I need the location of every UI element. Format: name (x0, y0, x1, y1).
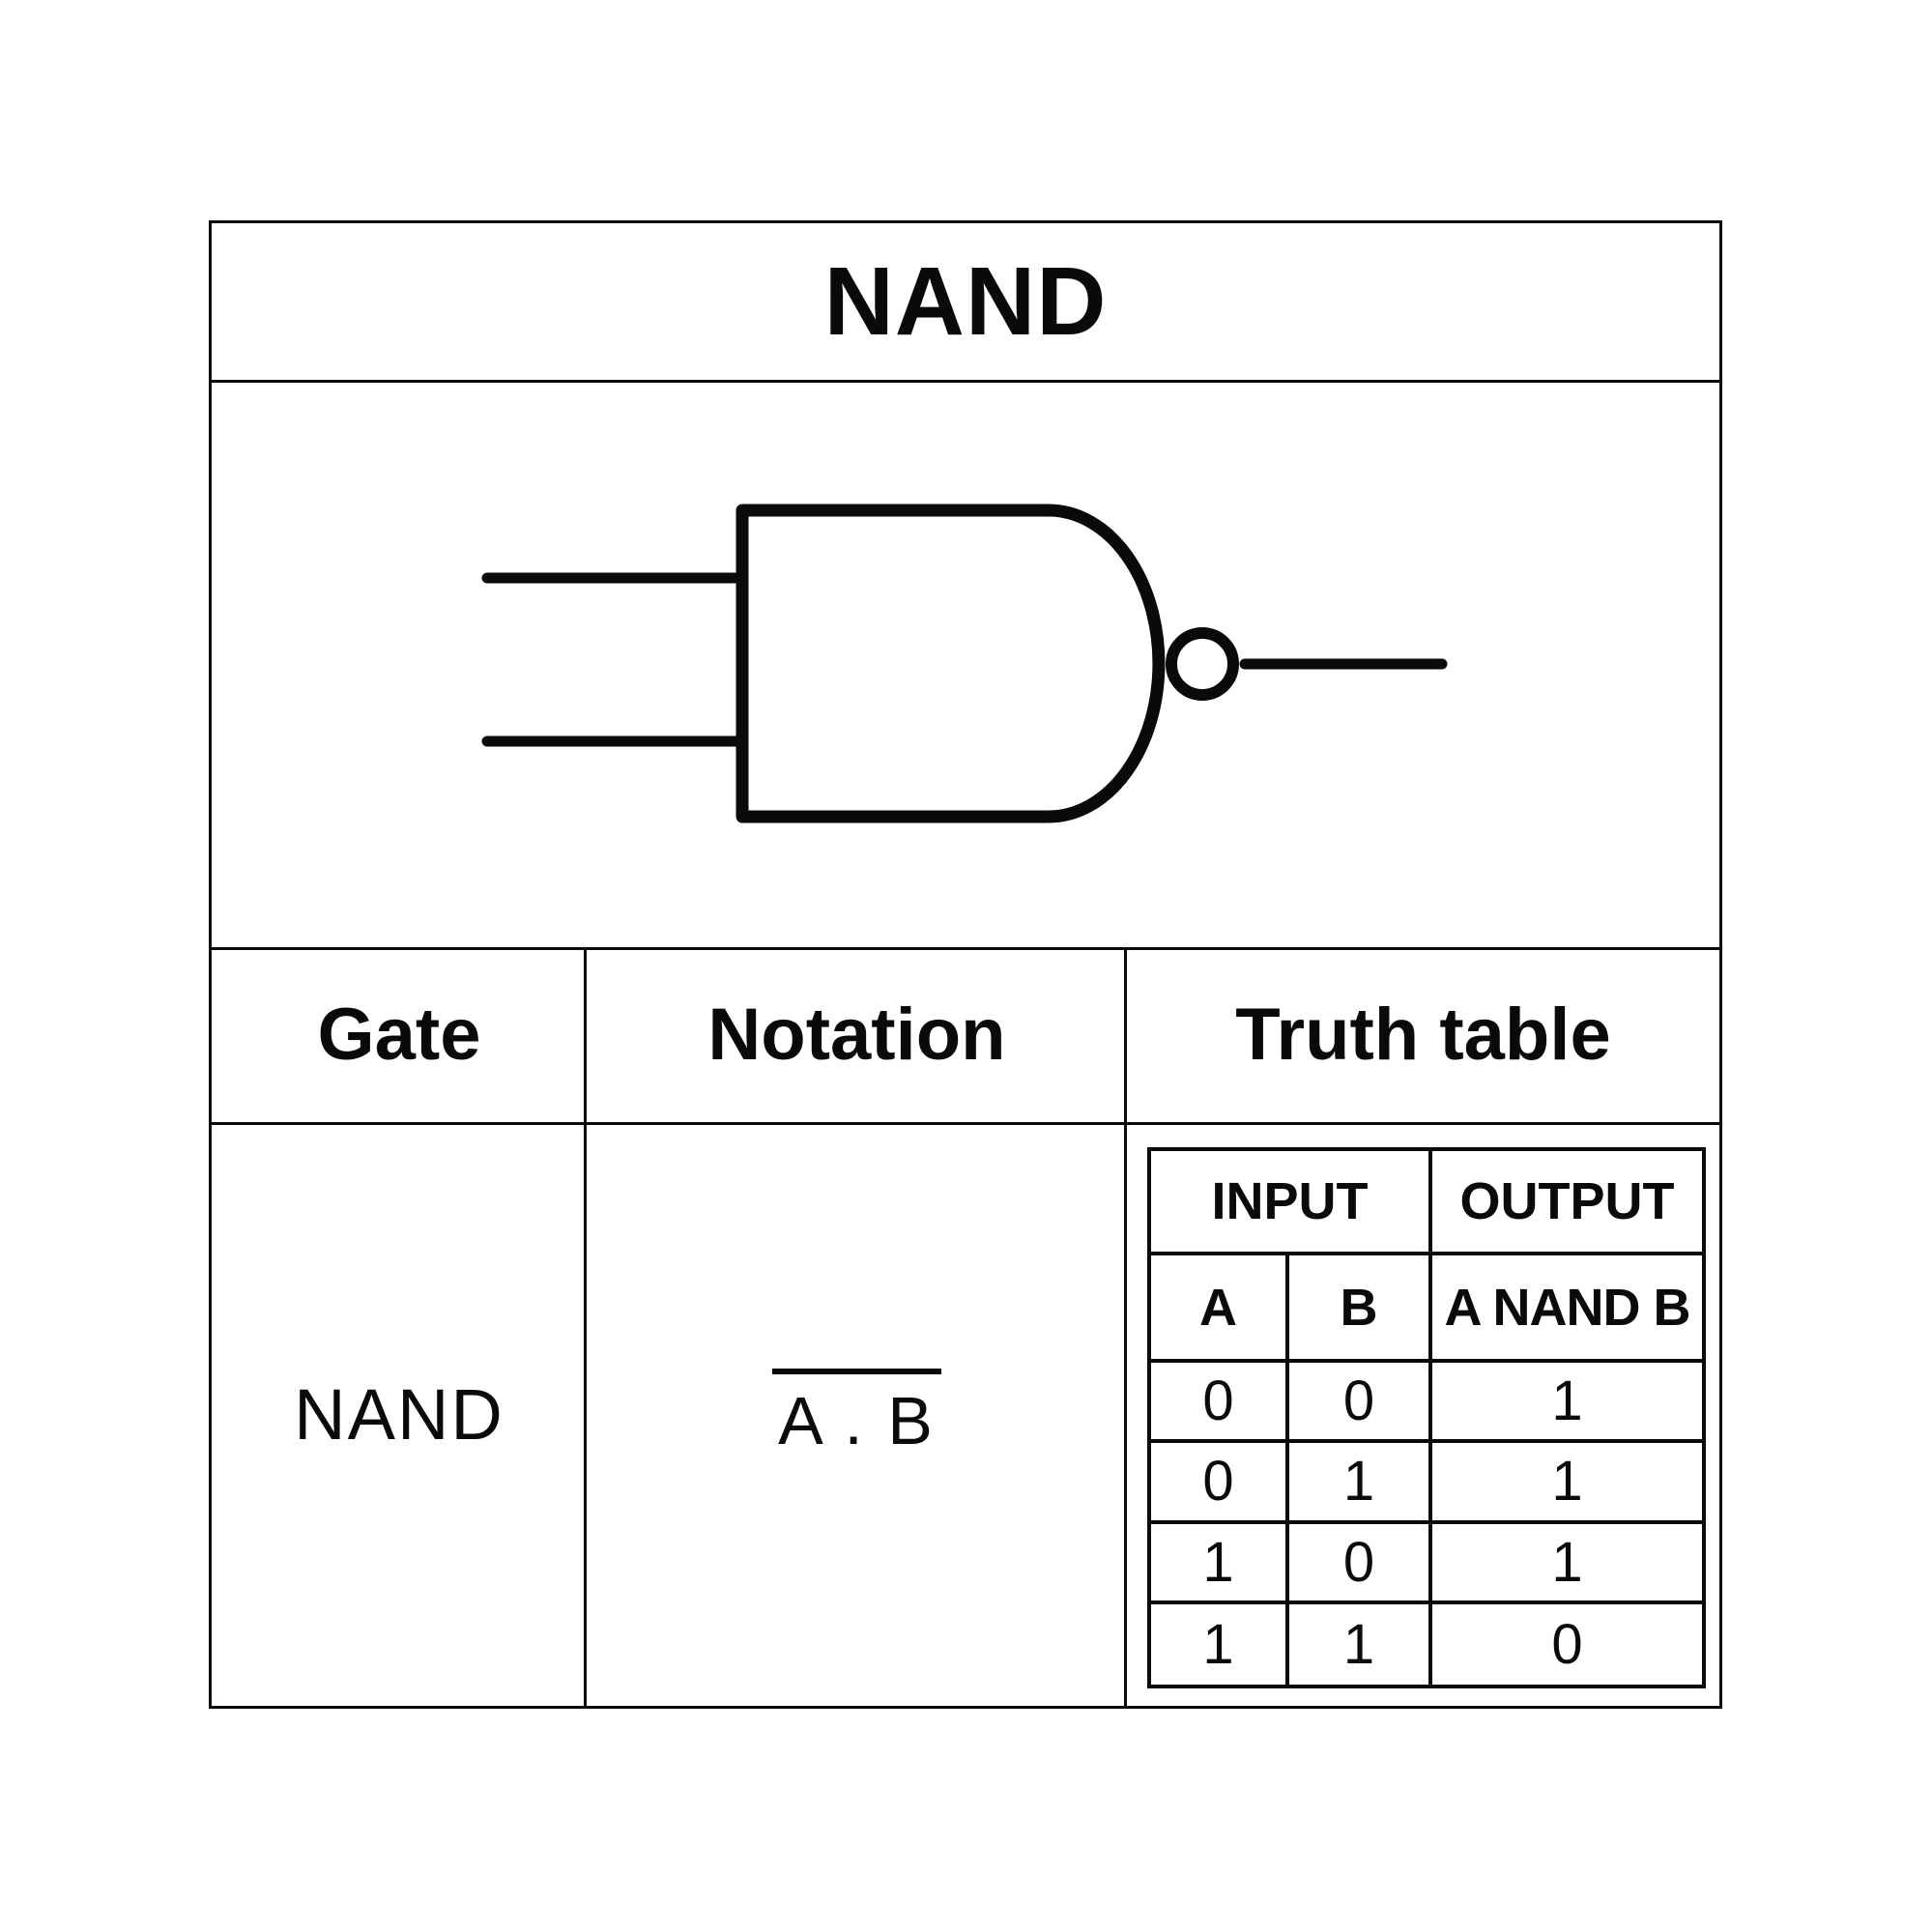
gate-name: NAND (294, 1373, 505, 1455)
tt-r2-b: 1 (1289, 1443, 1432, 1524)
truth-table-col-b: B (1289, 1255, 1432, 1363)
tt-r4-out: 0 (1551, 1612, 1583, 1676)
notation-column-header: Notation (707, 994, 1006, 1076)
truth-table-output-header: OUTPUT (1432, 1151, 1702, 1255)
tt-r1-a: 0 (1151, 1363, 1289, 1444)
notation-expression: A . B (778, 1383, 936, 1458)
tt-r1-b: 0 (1289, 1363, 1432, 1444)
truth-table-column-header-cell: Truth table (1127, 947, 1719, 1122)
notation-cell: A . B (587, 1122, 1127, 1706)
divider-symbol-bottom (212, 947, 1719, 950)
divider-header-bottom (212, 1122, 1719, 1125)
figure-frame: NAND Gate Notation Truth table NAND A . … (209, 220, 1722, 1709)
title-row: NAND (212, 223, 1719, 381)
truth-table-column-header: Truth table (1235, 994, 1611, 1076)
truth-table-col-a: A (1151, 1255, 1289, 1363)
gate-column-header: Gate (317, 994, 481, 1076)
page-title: NAND (823, 247, 1108, 356)
tt-r2-out: 1 (1432, 1443, 1702, 1524)
tt-r3-b: 0 (1289, 1523, 1432, 1604)
divider-col-gate-notation (584, 947, 587, 1706)
notation-column-header-cell: Notation (587, 947, 1127, 1122)
tt-r3-out: 1 (1432, 1524, 1702, 1604)
divider-title-bottom (212, 380, 1719, 383)
tt-r4-a: 1 (1151, 1603, 1289, 1685)
truth-table-col-out: A NAND B (1432, 1255, 1702, 1363)
tt-r4-b: 1 (1289, 1603, 1432, 1685)
notation-overline: A . B (772, 1369, 941, 1459)
divider-col-notation-truthtable (1124, 947, 1127, 1706)
tt-r3-a: 1 (1151, 1523, 1289, 1604)
gate-column-header-cell: Gate (212, 947, 587, 1122)
truth-table-input-header: INPUT (1151, 1151, 1432, 1255)
truth-table: INPUT OUTPUT A B A NAND B 0 0 1 0 1 1 1 (1147, 1147, 1706, 1688)
tt-r1-out: 1 (1432, 1363, 1702, 1444)
tt-r2-a: 0 (1151, 1443, 1289, 1524)
gate-name-cell: NAND (212, 1122, 587, 1706)
